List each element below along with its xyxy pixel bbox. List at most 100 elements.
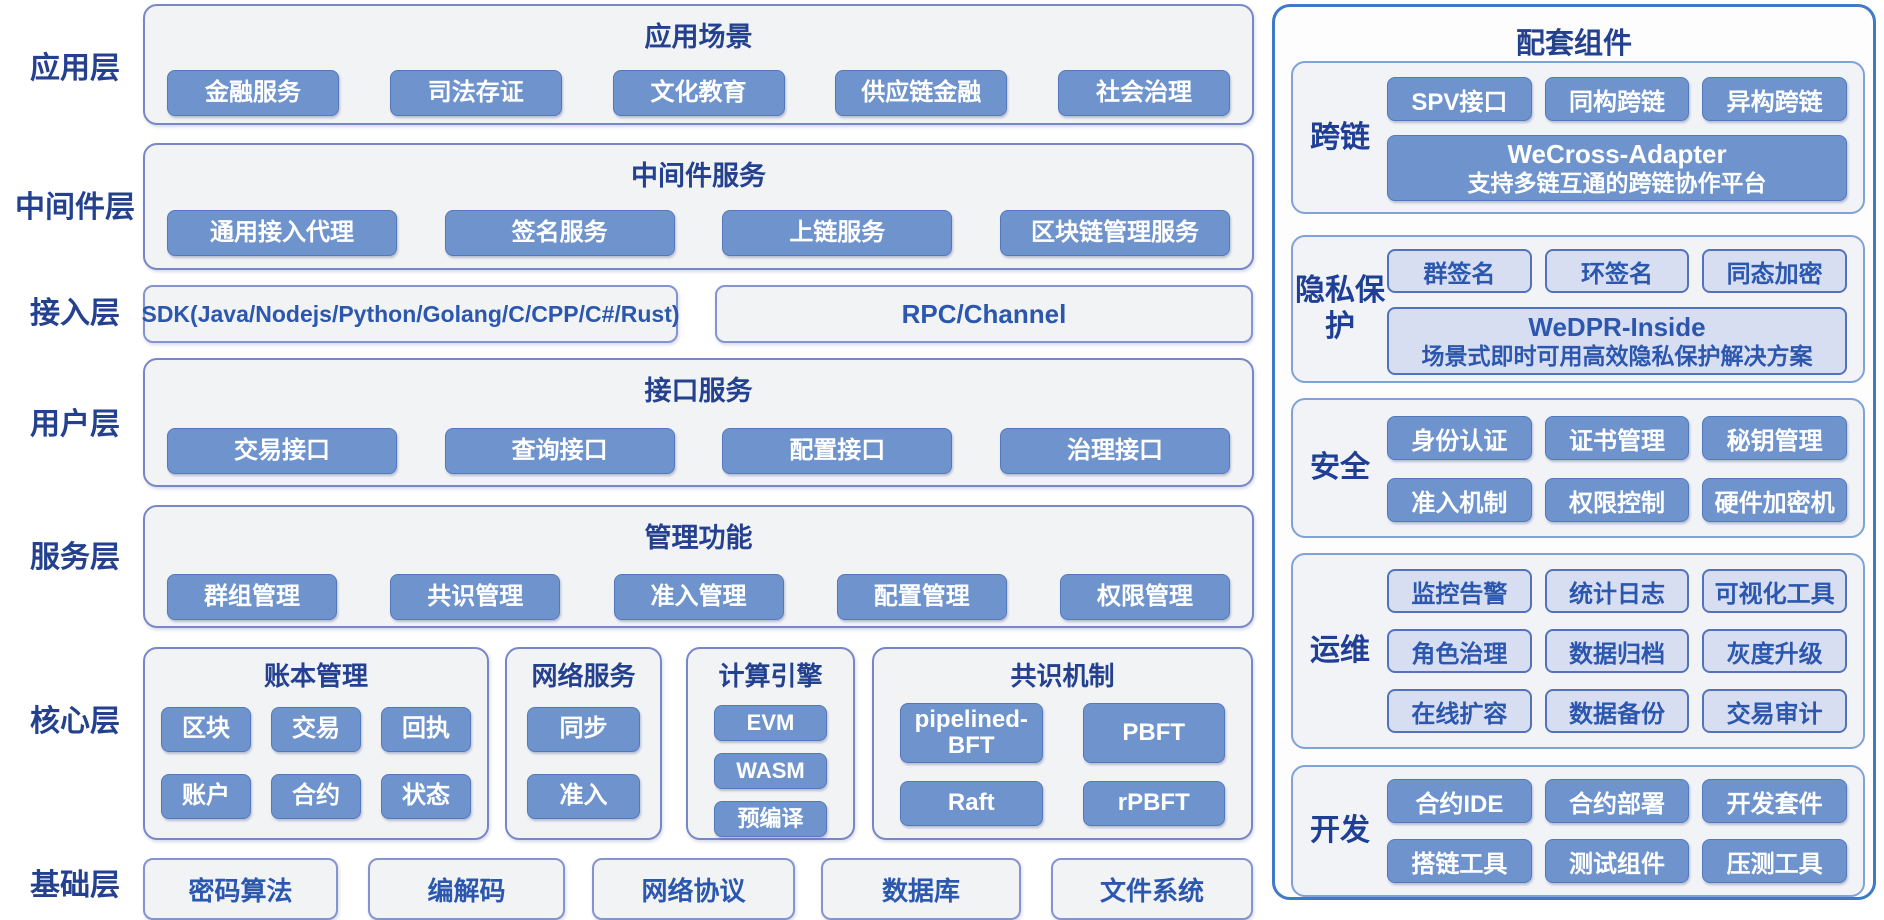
security-box: 硬件加密机 [1702, 478, 1848, 522]
layer-label-infrastructure: 基础层 [30, 869, 120, 902]
management-box: 群组管理 [167, 574, 337, 620]
chip-row: 搭链工具 测试组件 压测工具 [1387, 839, 1848, 883]
cross-chain-box: SPV接口 [1387, 77, 1532, 121]
chip-row: 通用接入代理 签名服务 上链服务 区块链管理服务 [145, 210, 1252, 256]
management-box: 共识管理 [390, 574, 561, 620]
chip-row: 准入机制 权限控制 硬件加密机 [1387, 478, 1848, 522]
scenario-box: 供应链金融 [835, 70, 1008, 116]
wide-box-title: WeCross-Adapter [1507, 139, 1727, 169]
wedpr-inside-box: WeDPR-Inside 场景式即时可用高效隐私保护解决方案 [1387, 307, 1847, 375]
infrastructure-box: 文件系统 [1051, 858, 1253, 920]
middleware-services-panel: 中间件服务 通用接入代理 签名服务 上链服务 区块链管理服务 [143, 143, 1254, 270]
security-box: 身份认证 [1387, 416, 1532, 460]
network-box: 同步 [527, 707, 640, 752]
compute-engine-group: 计算引擎 EVM WASM 预编译 [686, 647, 855, 840]
chip-row: 金融服务 司法存证 文化教育 供应链金融 社会治理 [145, 70, 1252, 116]
operations-box: 数据备份 [1544, 689, 1690, 733]
operations-box: 在线扩容 [1387, 689, 1532, 733]
panel-title: 接口服务 [644, 376, 753, 406]
interface-box: 治理接口 [999, 428, 1230, 474]
section-items: 合约IDE 合约部署 开发套件 搭链工具 测试组件 压测工具 [1387, 767, 1863, 895]
section-items: 身份认证 证书管理 秘钥管理 准入机制 权限控制 硬件加密机 [1387, 400, 1863, 536]
supporting-components-title: 配套组件 [1515, 28, 1632, 60]
section-label: 运维 [1310, 634, 1370, 667]
consensus-box: Raft [900, 781, 1043, 826]
privacy-box: 群签名 [1387, 249, 1532, 293]
network-box: 准入 [527, 774, 640, 819]
development-box: 合约部署 [1544, 779, 1690, 823]
rpc-channel-box: RPC/Channel [715, 285, 1253, 343]
security-section: 安全 身份认证 证书管理 秘钥管理 准入机制 权限控制 硬件加密机 [1291, 398, 1865, 538]
section-label: 安全 [1310, 451, 1370, 484]
cross-chain-section: 跨链 SPV接口 同构跨链 异构跨链 WeCross-Adapter 支持多链互… [1291, 61, 1865, 214]
infrastructure-box: 密码算法 [143, 858, 338, 920]
ledger-box: 账户 [161, 774, 251, 819]
consensus-mechanism-group: 共识机制 pipelined-BFT PBFT Raft rPBFT [872, 647, 1253, 840]
ledger-box: 回执 [381, 707, 471, 752]
development-box: 测试组件 [1544, 839, 1690, 883]
cross-chain-box: 同构跨链 [1544, 77, 1690, 121]
security-box: 证书管理 [1544, 416, 1690, 460]
chip-row: 群组管理 共识管理 准入管理 配置管理 权限管理 [145, 574, 1252, 620]
wecross-adapter-box: WeCross-Adapter 支持多链互通的跨链协作平台 [1387, 135, 1847, 201]
scenario-box: 文化教育 [612, 70, 785, 116]
scenario-box: 金融服务 [167, 70, 339, 116]
development-box: 搭链工具 [1387, 839, 1532, 883]
middleware-box: 通用接入代理 [167, 210, 397, 256]
scenario-box: 司法存证 [389, 70, 562, 116]
development-section: 开发 合约IDE 合约部署 开发套件 搭链工具 测试组件 压测工具 [1291, 765, 1865, 897]
ledger-box: 状态 [381, 774, 471, 819]
privacy-protection-section: 隐私保护 群签名 环签名 同态加密 WeDPR-Inside 场景式即时可用高效… [1291, 235, 1865, 383]
group-title: 网络服务 [531, 661, 636, 691]
infrastructure-box: 网络协议 [592, 858, 795, 920]
chip-grid: EVM WASM 预编译 [714, 705, 827, 837]
privacy-box: 同态加密 [1702, 249, 1848, 293]
privacy-box: 环签名 [1544, 249, 1690, 293]
sdk-box: SDK(Java/Nodejs/Python/Golang/C/CPP/C#/R… [141, 285, 680, 343]
operations-box: 统计日志 [1544, 569, 1690, 613]
security-box: 准入机制 [1387, 478, 1532, 522]
operations-box: 可视化工具 [1702, 569, 1848, 613]
operations-section: 运维 监控告警 统计日志 可视化工具 角色治理 数据归档 灰度升级 在线扩容 数… [1291, 553, 1865, 749]
application-scenarios-panel: 应用场景 金融服务 司法存证 文化教育 供应链金融 社会治理 [143, 4, 1254, 125]
cross-chain-box: 异构跨链 [1702, 77, 1848, 121]
layer-label-service: 服务层 [30, 541, 120, 574]
infrastructure-box: 数据库 [821, 858, 1021, 920]
supporting-components-panel: 配套组件 跨链 SPV接口 同构跨链 异构跨链 WeCross-Adapter … [1272, 4, 1876, 900]
interface-box: 交易接口 [167, 428, 397, 474]
ledger-management-group: 账本管理 区块 交易 回执 账户 合约 状态 [143, 647, 489, 840]
section-items: 监控告警 统计日志 可视化工具 角色治理 数据归档 灰度升级 在线扩容 数据备份… [1387, 555, 1863, 747]
management-box: 准入管理 [613, 574, 784, 620]
chip-row: 身份认证 证书管理 秘钥管理 [1387, 416, 1848, 460]
development-box: 合约IDE [1387, 779, 1532, 823]
group-title: 计算引擎 [718, 661, 823, 691]
chip-row: 交易接口 查询接口 配置接口 治理接口 [145, 428, 1252, 474]
chip-row: SPV接口 同构跨链 异构跨链 [1387, 77, 1848, 121]
chip-row: 在线扩容 数据备份 交易审计 [1387, 689, 1848, 733]
chip-row: 群签名 环签名 同态加密 [1387, 249, 1848, 293]
group-title: 共识机制 [1010, 661, 1115, 691]
interface-box: 配置接口 [722, 428, 953, 474]
group-title: 账本管理 [263, 661, 368, 691]
operations-box: 灰度升级 [1702, 629, 1848, 673]
engine-box: EVM [714, 705, 827, 741]
section-label: 开发 [1310, 814, 1370, 847]
wide-box-subtitle: 场景式即时可用高效隐私保护解决方案 [1421, 343, 1813, 369]
middleware-box: 签名服务 [444, 210, 675, 256]
management-box: 配置管理 [836, 574, 1007, 620]
chip-row: 合约IDE 合约部署 开发套件 [1387, 779, 1848, 823]
layer-label-access: 接入层 [30, 297, 120, 330]
security-box: 秘钥管理 [1702, 416, 1848, 460]
operations-box: 角色治理 [1387, 629, 1532, 673]
consensus-box: PBFT [1082, 703, 1225, 763]
wide-box-title: WeDPR-Inside [1528, 312, 1706, 342]
scenario-box: 社会治理 [1058, 70, 1230, 116]
ledger-box: 交易 [271, 707, 361, 752]
development-box: 开发套件 [1702, 779, 1848, 823]
operations-box: 监控告警 [1387, 569, 1532, 613]
consensus-box: rPBFT [1082, 781, 1225, 826]
section-label: 跨链 [1310, 120, 1370, 154]
panel-title: 管理功能 [644, 523, 753, 553]
ledger-box: 合约 [271, 774, 361, 819]
infrastructure-box: 编解码 [368, 858, 565, 920]
